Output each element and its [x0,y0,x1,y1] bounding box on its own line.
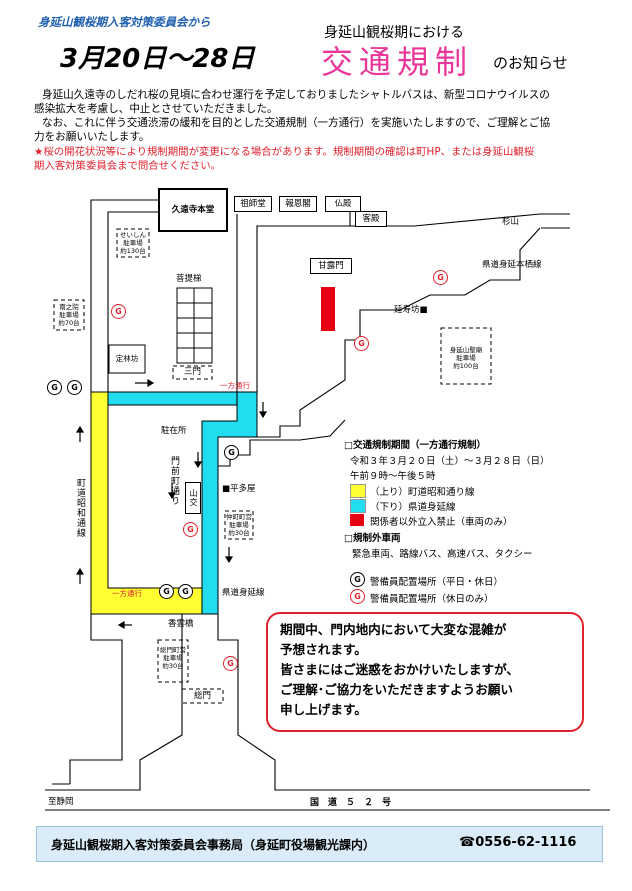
yamakou-box: 山交 [185,482,201,514]
route-red-restricted [321,287,335,331]
organizer-label: 身延山観桜期入客対策委員会から [38,15,211,29]
legend-guard-icon: G [350,572,365,587]
body-line-4: 力をお願いいたします。 [34,131,150,143]
national-route-label: 国 道 ５ ２ 号 [310,798,392,808]
legend-yellow: （上り）町道昭和通り線 [370,487,475,498]
legend-cyan-swatch [350,499,366,513]
bodaibai-label: 菩提梯 [176,274,202,284]
page-title: 交通規制 [321,43,474,81]
nakamachi-parking: 仲町町営駐車場約30台 [226,513,252,537]
kanromon-box: 甘露門 [310,258,352,274]
footer-contact: 身延山観桜期入客対策委員会事務局（身延町役場観光課内） ☎0556-62-111… [36,826,603,862]
legend-red: 関係者以外立入禁止（車両のみ） [370,517,513,528]
event-dates: 3月20日～28日 [60,44,255,74]
kyakuden-box: 客殿 [355,211,387,227]
office-label: 身延山観桜期入客対策委員会事務局（身延町役場観光課内） [51,838,376,852]
somon-label: 総門 [193,691,211,701]
legend-guard-weekday: 警備員配置場所（平日・休日） [370,577,504,588]
location-line: 身延山観桜期における [324,25,464,41]
notice-line: 期間中、門内地内において大変な混雑が [280,622,507,637]
guard-holiday-marker-icon: G [111,304,126,319]
seishin-parking: せいしん駐車場約130台 [120,231,146,255]
body-line-1: 身延山久遠寺のしだれ桜の見頃に合わせ運行を予定しておりましたシャトルバスは、新型… [42,89,550,101]
seibyo-parking: 身延山聖廟駐車場約100台 [449,346,483,370]
legend-cyan: （下り）県道身延線 [370,502,456,513]
guard-marker-icon: G [67,380,82,395]
legend-guard-holiday: 警備員配置場所（休日のみ） [370,594,494,605]
change-notice-2: 期入客対策委員会まで問合せください。 [34,160,222,172]
hoonkaku-box: 報恩閣 [279,196,317,212]
hirataya-label: ■平多屋 [222,484,256,494]
guard-marker-icon: G [159,584,174,599]
exempt-list: 緊急車両、路線バス、高速バス、タクシー [352,549,533,560]
kuonji-main-hall: 久遠寺本堂 [158,188,228,232]
notice-line: ご理解･ご協力をいただきますようお願い [280,682,513,697]
phone-number: ☎0556-62-1116 [459,835,577,850]
notice-line: 予想されます。 [280,642,367,657]
legend-yellow-swatch [350,484,366,498]
somon-parking: 総門町営駐車場約30台 [160,646,186,670]
enjubo-label: 延寿坊■ [394,305,428,315]
guard-marker-icon: G [224,445,239,460]
guard-marker-icon: G [178,584,193,599]
kounbashi-label: 香雲橋 [168,619,194,629]
prefectural-route-label: 県道身延線 [222,588,265,598]
change-notice-1: ★桜の開花状況等により規制期間が変更になる場合があります。規制期間の確認は町HP… [34,146,535,158]
sugiyama-label: 杉山 [502,217,520,227]
congestion-notice: 期間中、門内地内において大変な混雑が 予想されます。 皆さまにはご迷惑をおかけい… [266,612,584,732]
notice-line: 皆さまにはご迷惑をおかけいたしますが、 [280,662,520,677]
title-suffix: のお知らせ [493,54,568,72]
legend-red-swatch [350,514,364,526]
guard-holiday-marker-icon: G [183,522,198,537]
guard-marker-icon: G [47,380,62,395]
town-route-label: 町道昭和通線 [75,478,85,538]
monzen-road-label: 門前町通り [169,456,179,506]
soshido-box: 祖師堂 [234,196,272,212]
chuzaisho-label: 駐在所 [161,426,187,436]
to-shizuoka-label: 至静岡 [48,797,74,807]
route-enboku-label: 県道身延本栖線 [482,260,542,270]
notice-line: 申し上げます。 [280,702,367,717]
guard-holiday-marker-icon: G [433,270,448,285]
period-hours: 午前９時～午後５時 [350,471,436,482]
legend-guard-holiday-icon: G [350,589,365,604]
body-line-2: 感染拡大を考慮し、中止とさせていただきました。 [34,103,278,115]
exempt-title: □規制外車両 [344,533,401,544]
minaminoin-parking: 南之院駐車場約70台 [58,303,80,327]
guard-holiday-marker-icon: G [223,656,238,671]
butsuden-box: 仏殿 [325,196,361,212]
period-title: □交通規制期間（一方通行規制） [344,440,486,451]
guard-holiday-marker-icon: G [354,336,369,351]
joringbo-label: 定林坊 [115,354,139,363]
oneway-label-top: 一方通行 [220,381,250,390]
period-dates: 令和３年３月２０日（土）～３月２８日（日） [350,456,550,467]
oneway-label-bottom: 一方通行 [112,589,142,598]
body-line-3: なお、これに伴う交通渋滞の緩和を目的とした交通規制（一方通行）を実施いたしますの… [42,117,551,129]
sanmon-label: 三門 [183,367,201,377]
